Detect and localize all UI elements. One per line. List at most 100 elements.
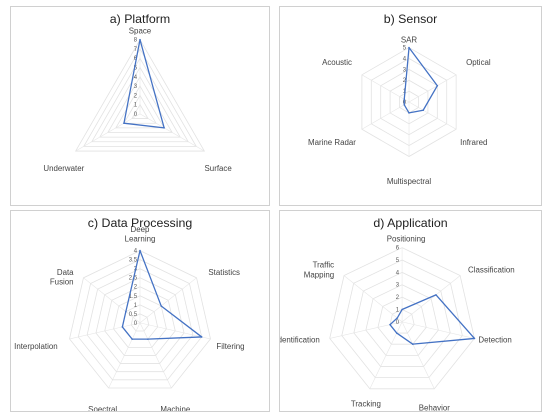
tick-label: 3.5 — [129, 258, 138, 264]
data-point-surface — [163, 127, 165, 129]
category-label-machine-learning: MachineLearning — [160, 405, 191, 411]
category-label-behavior-analysis: BehaviorAnalysis — [419, 404, 451, 411]
tick-label: 1.5 — [129, 294, 138, 300]
axis-spoke-3 — [401, 321, 435, 389]
category-label-underwater: Underwater — [43, 164, 84, 173]
gridline-1 — [389, 309, 415, 334]
series-line — [121, 249, 203, 340]
axis-spoke-6 — [343, 275, 403, 323]
series-line — [123, 39, 165, 129]
gridline-2 — [123, 94, 157, 124]
tick-label: 5 — [396, 258, 400, 264]
gridline-1 — [131, 103, 149, 119]
tick-label: 8 — [134, 38, 138, 44]
category-label-soectral-analysis: SoectralAnalysis — [88, 405, 117, 411]
gridline-4 — [107, 76, 173, 133]
axis-spoke-2 — [75, 113, 141, 152]
category-label-filtering: Filtering — [216, 342, 244, 351]
data-point-positioning — [401, 308, 403, 311]
category-label-detection: Detection — [478, 335, 511, 344]
chart-title: b) Sensor — [384, 12, 438, 26]
data-point-infrared — [422, 109, 424, 111]
data-point-detection — [473, 337, 476, 340]
gridline-6 — [86, 268, 194, 373]
gridline-5 — [95, 277, 185, 364]
gridline-8 — [69, 250, 211, 389]
chart-title: c) Data Processing — [88, 216, 193, 230]
data-point-multispectral — [408, 112, 410, 114]
gridline-4 — [353, 271, 451, 367]
tick-label: 1 — [134, 303, 138, 309]
category-label-multispectral: Multispectral — [387, 177, 432, 186]
axis-spoke-6 — [83, 277, 141, 324]
data-point-acoustic — [403, 98, 406, 101]
tick-label: 6 — [396, 246, 400, 252]
axis-spoke-2 — [139, 322, 211, 340]
tick-label: 7 — [134, 47, 137, 53]
axis-spoke-1 — [401, 275, 461, 323]
series-line — [389, 294, 476, 345]
category-label-identification: Identification — [280, 335, 320, 344]
category-label-surface: Surface — [205, 164, 233, 173]
data-point-sar — [408, 46, 410, 49]
data-point-interpolation — [121, 326, 124, 328]
gridline-5 — [99, 66, 181, 138]
data-point-marine-radar — [403, 103, 406, 106]
data-point-underwater — [123, 122, 125, 124]
data-point-statistics — [160, 305, 162, 307]
data-point-machine-learning — [147, 338, 149, 340]
tick-label: 3 — [403, 67, 407, 73]
tick-label: 4 — [403, 56, 407, 62]
category-label-marine-radar: Marine Radar — [308, 138, 356, 147]
radar-chart-application: d) Application0123456PositioningClassifi… — [280, 216, 515, 411]
axis-spoke-1 — [139, 113, 205, 152]
chart-title: a) Platform — [110, 12, 170, 26]
data-point-tracking — [395, 332, 398, 334]
data-point-filtering — [200, 336, 203, 338]
category-label-statistics: Statistics — [208, 268, 240, 277]
tick-label: 0 — [134, 321, 138, 327]
tick-label: 1 — [396, 307, 400, 313]
data-point-traffic-mapping — [396, 317, 399, 319]
tick-label: 2 — [134, 93, 137, 99]
data-point-optical — [436, 84, 439, 87]
axis-spoke-1 — [408, 74, 457, 103]
category-label-positioning: Positioning — [387, 235, 426, 244]
gridline-6 — [329, 247, 475, 390]
tick-label: 0 — [396, 320, 400, 326]
gridline-8 — [74, 38, 206, 152]
data-point-identification — [389, 323, 391, 326]
category-label-space: Space — [129, 27, 152, 36]
tick-label: 2 — [396, 295, 399, 301]
category-label-acoustic: Acoustic — [322, 58, 352, 67]
axis-spoke-5 — [361, 74, 410, 103]
category-label-classification: Classification — [468, 266, 515, 275]
tick-label: 4 — [134, 75, 138, 81]
category-label-optical: Optical — [466, 58, 491, 67]
data-point-soectral-analysis — [131, 338, 133, 340]
category-label-infrared: Infrared — [460, 138, 487, 147]
category-label-interpolation: Interpolation — [14, 342, 58, 351]
tick-label: 2 — [134, 285, 137, 291]
data-point-space — [139, 38, 141, 41]
gridline-2 — [377, 296, 427, 345]
axis-spoke-4 — [108, 322, 141, 389]
data-point-behavior-analysis — [412, 343, 414, 345]
gridline-3 — [113, 295, 167, 348]
gridline-3 — [115, 85, 165, 129]
tick-label: 4 — [396, 270, 400, 276]
tick-label: 0.5 — [129, 312, 138, 318]
data-point-deep-learning — [139, 249, 141, 252]
axis-spoke-4 — [361, 101, 410, 130]
gridline-6 — [91, 57, 189, 143]
axis-spoke-2 — [402, 321, 475, 339]
axis-spoke-3 — [139, 322, 172, 389]
tick-label: 5 — [403, 46, 407, 52]
radar-chart-platform: a) Platform012345678SpaceSurfaceUnderwat… — [43, 12, 233, 173]
tick-label: 3 — [396, 283, 400, 289]
